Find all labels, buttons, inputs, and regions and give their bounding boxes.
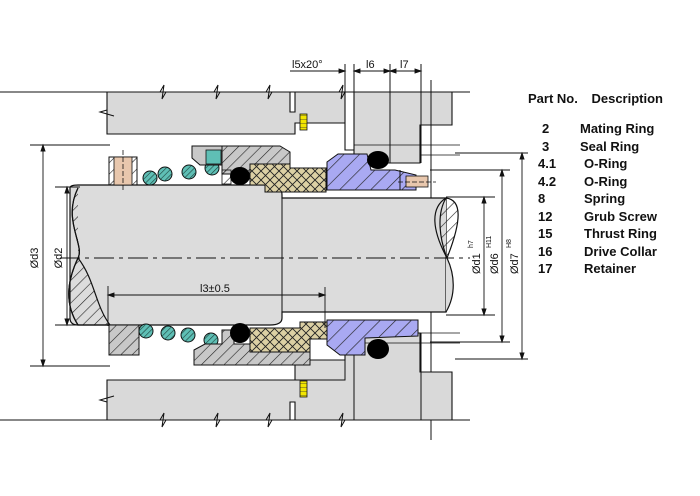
legend-row: 4.1 O-Ring: [528, 155, 700, 173]
part-description: Mating Ring: [580, 121, 655, 136]
dim-d7-tolerance: H8: [506, 239, 513, 248]
part-description: Thrust Ring: [584, 226, 657, 241]
o-ring-bottom-4-1: [230, 323, 250, 343]
part-description: Grub Screw: [584, 208, 657, 224]
legend-header-part-no: Part No.: [528, 91, 578, 106]
dimension-lines: [30, 68, 528, 368]
o-ring-top-4-2: [367, 151, 389, 169]
part-number: 4.2: [538, 173, 557, 189]
legend-header-description: Description: [591, 91, 663, 106]
dim-d6-tolerance: H11: [486, 236, 493, 248]
dim-l7: l7: [400, 59, 409, 71]
seal-assembly-top: [108, 145, 436, 193]
o-ring-top-4-1: [230, 167, 250, 185]
dim-d6: Ød6: [489, 253, 501, 274]
dim-d1: Ød1: [471, 253, 483, 274]
parts-legend: Part No. Description 2 Mating Ring 3 Sea…: [528, 91, 700, 278]
spring-top: [142, 160, 220, 186]
dim-d3: Ød3: [29, 248, 41, 269]
part-description: Seal Ring: [580, 138, 640, 154]
shaft: [60, 184, 470, 326]
pin-top: [405, 175, 429, 188]
legend-row: 16 Drive Collar: [528, 243, 700, 261]
o-ring-bottom-4-2: [367, 339, 389, 359]
part-number: 3: [542, 138, 550, 154]
part-number: 4.1: [538, 156, 557, 171]
housing-top: [0, 64, 470, 440]
legend-row: 15 Thrust Ring: [528, 225, 700, 243]
dim-l6: l6: [366, 59, 375, 71]
legend-row: 12 Grub Screw: [528, 208, 700, 226]
dim-d1-tolerance: h7: [468, 240, 475, 248]
part-description: O-Ring: [584, 156, 628, 171]
part-number: 16: [538, 243, 553, 259]
legend-row: 2 Mating Ring: [528, 120, 700, 138]
legend-row: 3 Seal Ring: [528, 138, 700, 156]
part-number: 2: [542, 121, 550, 136]
part-description: Spring: [584, 191, 626, 206]
part-description: O-Ring: [584, 173, 628, 189]
anti-rotation-pin-bottom: [299, 380, 308, 398]
legend-row: 4.2 O-Ring: [528, 173, 700, 191]
legend-row: 17 Retainer: [528, 260, 700, 278]
part-description: Retainer: [584, 261, 637, 276]
retainer-top: [205, 149, 222, 165]
legend-header: Part No. Description: [528, 91, 700, 106]
part-number: 8: [538, 191, 546, 206]
seal-assembly-bottom: [108, 319, 419, 366]
part-number: 17: [538, 261, 553, 276]
dim-d7: Ød7: [509, 253, 521, 274]
legend-row: 8 Spring: [528, 190, 700, 208]
part-description: Drive Collar: [584, 243, 657, 259]
dim-l5: l5x20°: [292, 59, 323, 71]
dim-l3: l3±0.5: [200, 283, 230, 295]
part-number: 15: [538, 226, 553, 241]
part-number: 12: [538, 208, 553, 224]
housing-bottom: [0, 332, 470, 428]
anti-rotation-pin-top: [299, 113, 308, 131]
dim-d2: Ød2: [53, 248, 65, 269]
spring-bottom: [138, 323, 219, 348]
